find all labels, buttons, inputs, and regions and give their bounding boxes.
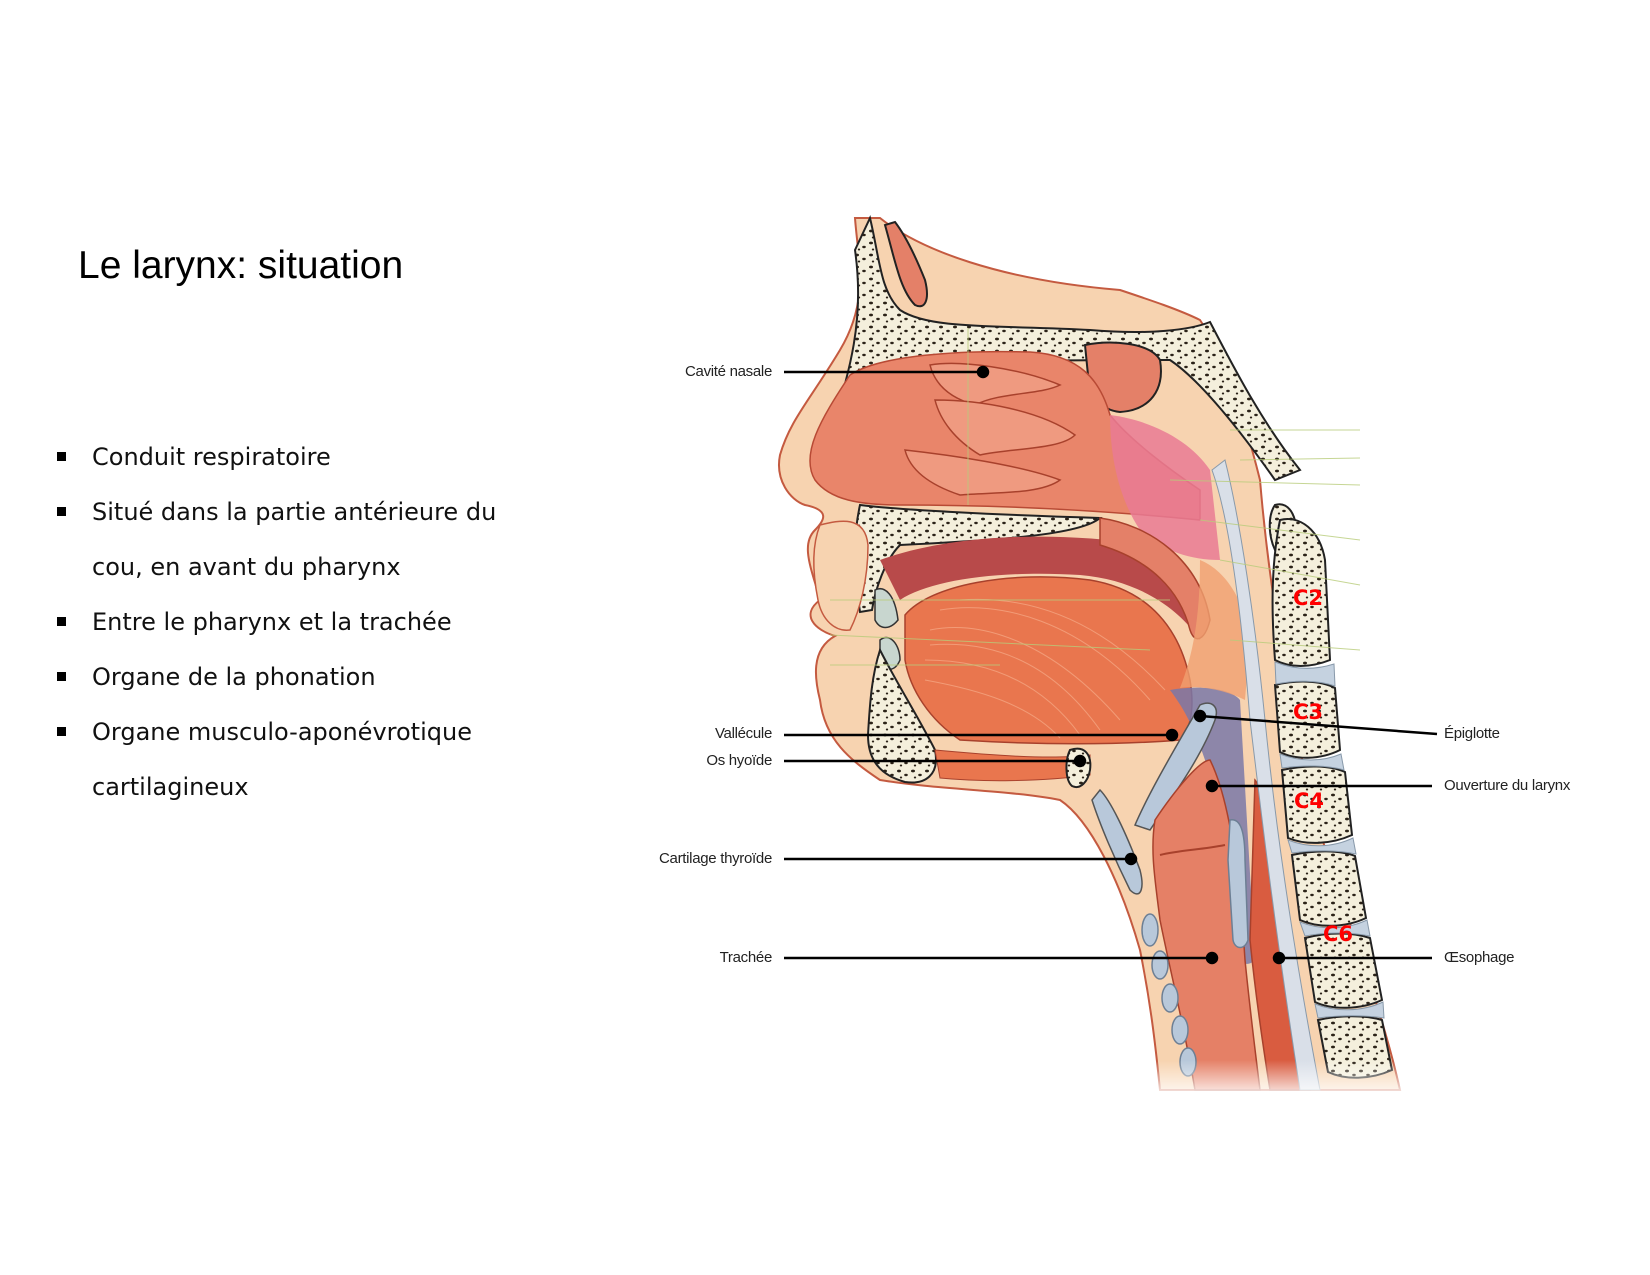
bullet-item: Entre le pharynx et la trachée <box>55 595 535 650</box>
label-oesophage: Œsophage <box>1444 949 1515 966</box>
callout-lines <box>784 365 1438 965</box>
label-cavite-nasale: Cavité nasale <box>685 363 772 380</box>
label-cartilage-thyroide: Cartilage thyroïde <box>659 850 772 867</box>
vertebra-c2 <box>1271 518 1332 667</box>
label-vallecule: Vallécule <box>714 725 772 742</box>
vertebra-label-c2: C2 <box>1293 586 1324 610</box>
bullet-item: Situé dans la partie antérieure du cou, … <box>55 485 535 595</box>
label-epiglotte: Épiglotte <box>1444 725 1500 742</box>
bullet-item: Organe musculo-aponévrotique cartilagine… <box>55 705 535 815</box>
slide-title: Le larynx: situation <box>78 244 404 287</box>
square-bullet-icon <box>57 727 66 736</box>
square-bullet-icon <box>57 672 66 681</box>
bullet-item: Organe de la phonation <box>55 650 535 705</box>
bullet-item: Conduit respiratoire <box>55 430 535 485</box>
label-trachee: Trachée <box>719 949 773 966</box>
square-bullet-icon <box>57 507 66 516</box>
vertebra-label-c3: C3 <box>1293 700 1324 724</box>
bullet-list: Conduit respiratoire Situé dans la parti… <box>55 430 535 815</box>
vertebra-label-c4: C4 <box>1294 789 1325 813</box>
label-ouverture-larynx: Ouverture du larynx <box>1444 777 1571 794</box>
square-bullet-icon <box>57 452 66 461</box>
label-os-hyoide: Os hyoïde <box>706 752 772 769</box>
square-bullet-icon <box>57 617 66 626</box>
vertebra-label-c6: C6 <box>1323 922 1354 946</box>
